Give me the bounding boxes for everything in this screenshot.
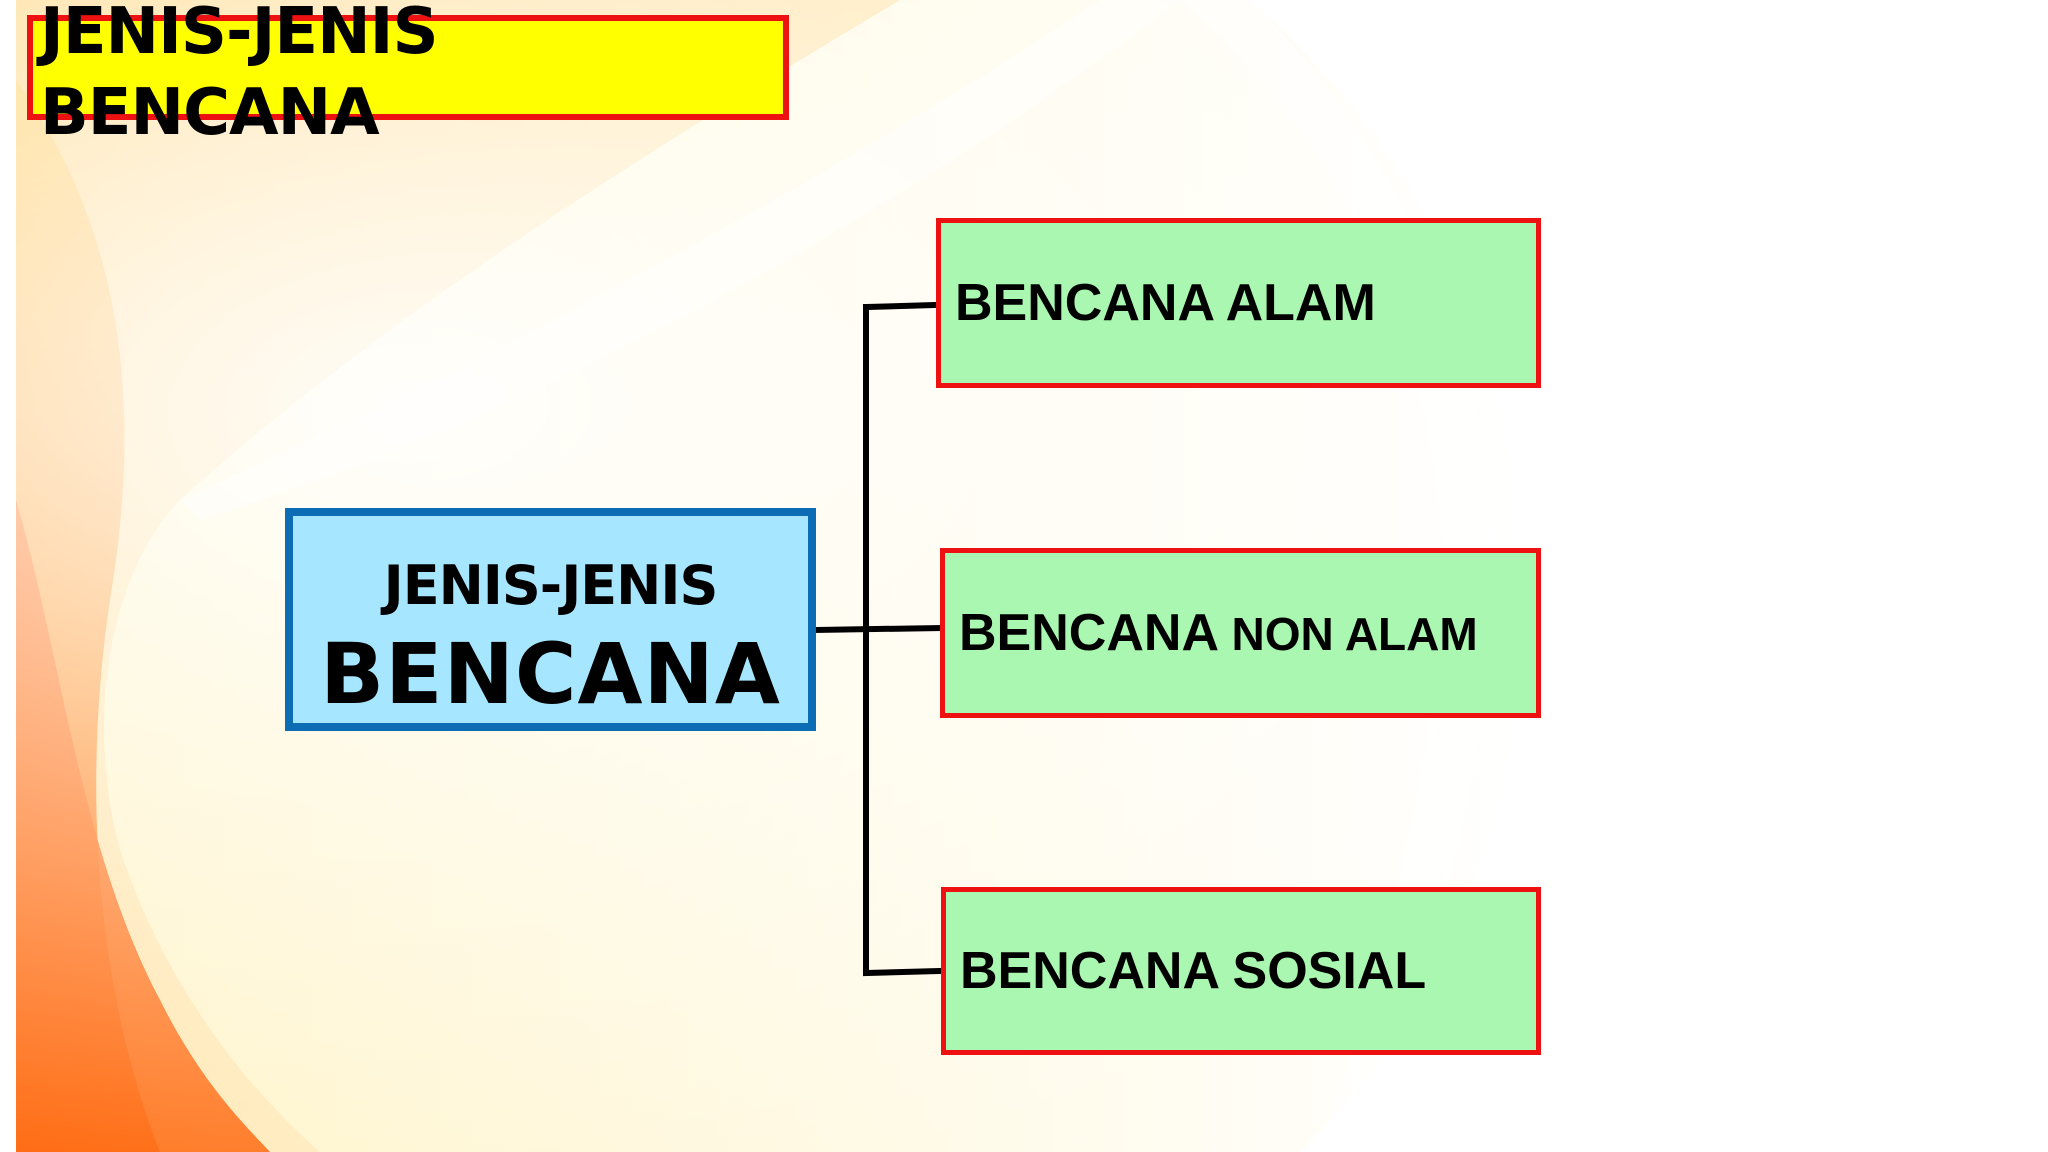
central-concept-line-2: BENCANA (320, 625, 781, 723)
page-title: JENIS-JENIS BENCANA (40, 0, 439, 154)
central-concept-line-1: JENIS-JENIS (383, 554, 719, 617)
branch-label-bencana-sosial: BENCANA SOSIAL (960, 942, 1427, 1000)
branch-box-bencana-non-alam: BENCANA NON ALAM (940, 548, 1541, 718)
branch-label-main: BENCANA (959, 604, 1218, 662)
connector-center (812, 624, 944, 634)
branch-label-bencana-non-alam: BENCANA NON ALAM (959, 603, 1478, 663)
central-concept-box: JENIS-JENIS BENCANA (285, 508, 816, 731)
title-line-1: JENIS-JENIS (40, 0, 439, 69)
title-box (27, 15, 789, 120)
connector-branch-1 (862, 301, 940, 311)
branch-box-bencana-alam: BENCANA ALAM (936, 218, 1541, 388)
branch-label-small: NON ALAM (1231, 608, 1478, 660)
branch-label-bencana-alam: BENCANA ALAM (955, 274, 1376, 332)
title-line-2: BENCANA (40, 76, 380, 150)
branch-box-bencana-sosial: BENCANA SOSIAL (941, 887, 1541, 1055)
connector-branch-3 (862, 967, 945, 977)
